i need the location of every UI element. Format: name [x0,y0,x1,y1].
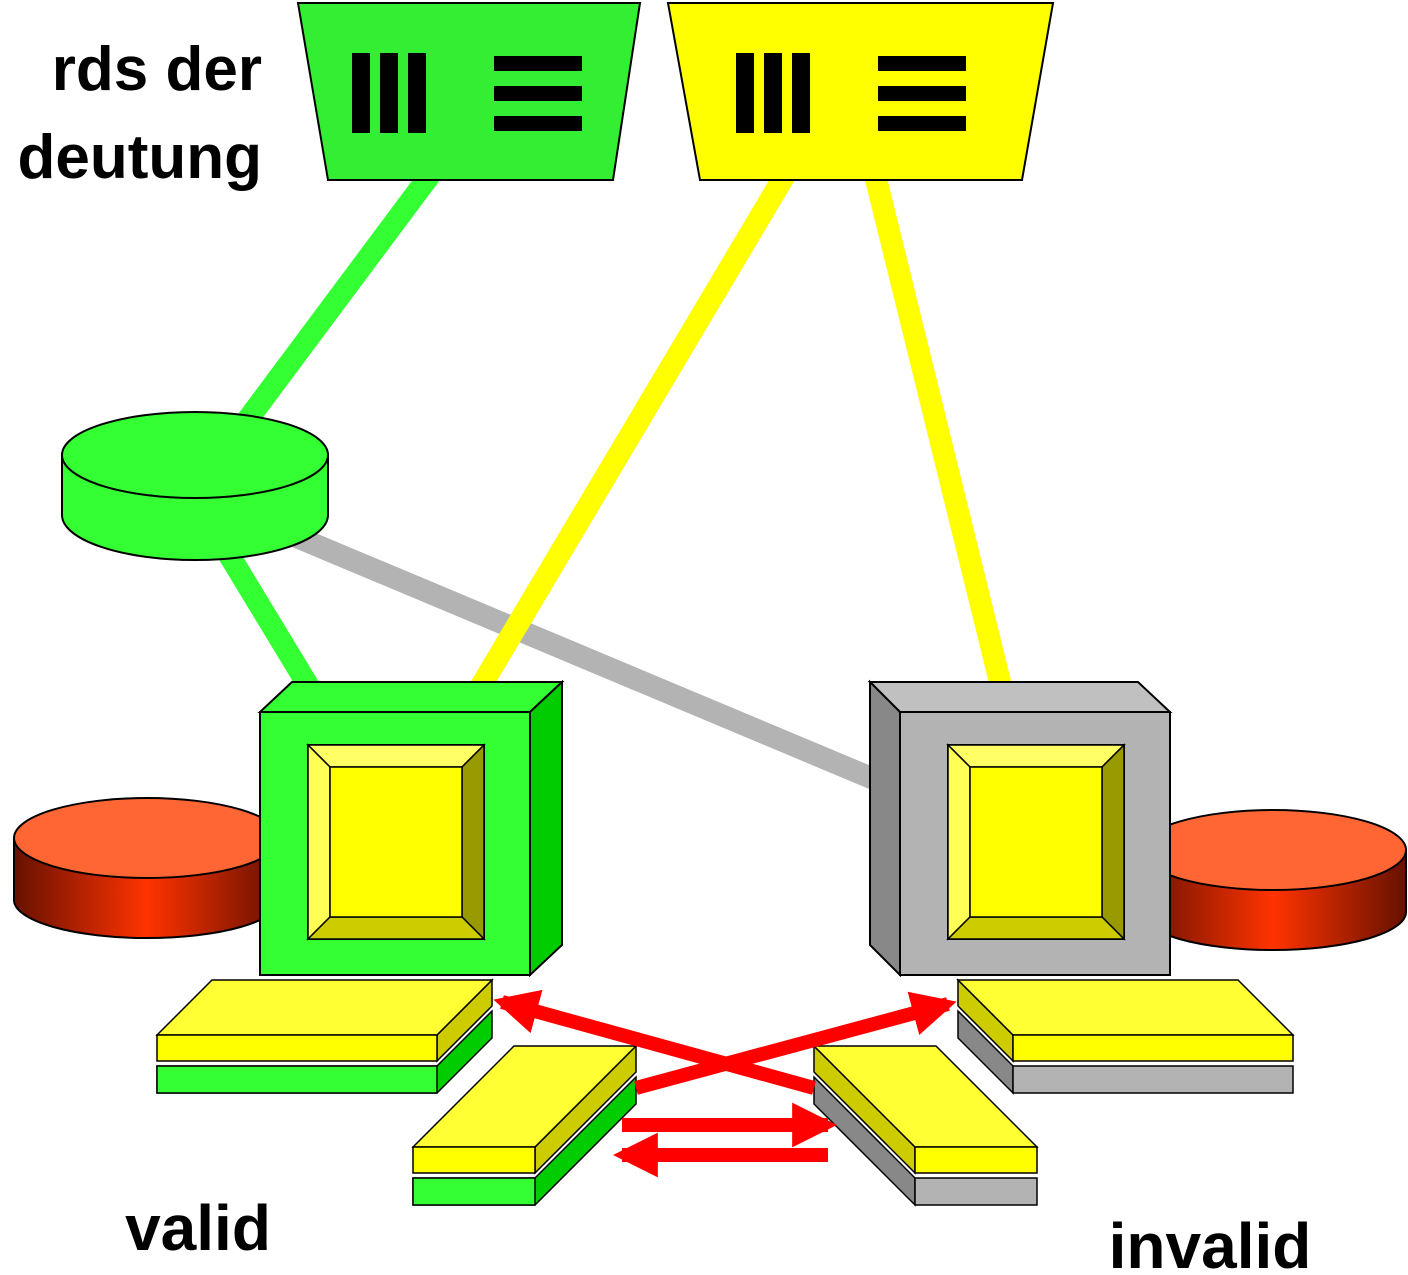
transfer-arrow-to-right [634,991,957,1095]
slab-stack-left-upper [155,978,494,1094]
slab-stack-right-lower [812,1044,1039,1207]
green-mapping-badge [296,1,642,181]
invalid-label: invalid [1109,1210,1312,1275]
red-disk-right [1139,809,1407,951]
green-database-disk [61,411,329,561]
gray-link [275,519,905,801]
valid-label: valid [125,1192,271,1264]
yellow-link-right [864,172,1029,758]
valid-node-box [257,679,565,978]
invalid-node-box [867,679,1173,978]
header-text-line2: deutung [18,123,263,192]
roman-three-icon [352,53,426,133]
header-text-line1: rds der [52,35,262,104]
green-link-bottom [210,534,330,711]
yellow-inner-square [306,743,486,941]
red-disk-left [13,797,281,939]
slab-stack-left-lower [411,1044,638,1206]
slab-stack-right-upper [956,978,1295,1095]
green-link-top [216,168,439,457]
three-bars-icon [494,56,582,131]
roman-three-icon [736,53,810,133]
transfer-arrow-to-left [493,989,816,1095]
yellow-link-left [430,169,795,761]
yellow-inner-square [946,743,1126,941]
three-bars-icon [878,56,966,131]
yellow-mapping-badge [666,2,1055,181]
